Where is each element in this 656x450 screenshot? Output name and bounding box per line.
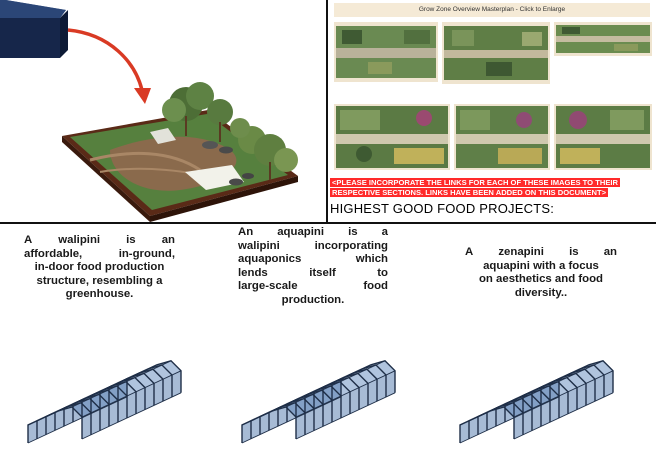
text-line: structure, resembling a — [36, 274, 163, 287]
text-line: on aesthetics and food — [478, 273, 604, 286]
masterplan-thumbnail[interactable] — [334, 104, 450, 170]
masterplan-thumbnail[interactable] — [454, 104, 550, 170]
curved-arrow-icon — [67, 28, 151, 104]
word: A — [24, 234, 33, 246]
word: zenapini — [498, 246, 544, 258]
masterplan-thumbnail[interactable] — [334, 22, 438, 82]
site-render-panel — [0, 0, 328, 224]
masterplan-thumbnail[interactable] — [554, 104, 652, 170]
walipini-description: A walipini is an affordable, in-ground, … — [24, 234, 175, 302]
word: incorporating — [314, 239, 388, 252]
notice-line: <PLEASE INCORPORATE THE LINKS FOR EACH O… — [330, 178, 620, 187]
word: itself — [309, 266, 336, 279]
text-line: greenhouse. — [65, 288, 134, 301]
masterplan-title[interactable]: Grow Zone Overview Masterplan - Click to… — [334, 3, 650, 17]
zenapini-structure-icon — [459, 360, 614, 444]
word: aquaponics — [238, 253, 302, 266]
word: walipini — [58, 234, 101, 246]
structure-frame — [459, 360, 614, 444]
text-line: production. — [281, 293, 345, 306]
navy-cube-icon — [0, 0, 68, 58]
word: an — [161, 234, 175, 246]
masterplan-thumbnail[interactable] — [442, 22, 550, 84]
word: is — [126, 234, 136, 246]
red-notice-text: <PLEASE INCORPORATE THE LINKS FOR EACH O… — [330, 178, 620, 198]
zenapini-description: A zenapini is an aquapini with a focus o… — [465, 246, 617, 300]
word: An — [238, 226, 254, 238]
garden-site-model — [62, 82, 298, 222]
structure-frame — [241, 360, 396, 444]
word: A — [465, 246, 474, 258]
word: is — [348, 226, 358, 238]
word: in-ground, — [118, 247, 175, 260]
text-line: diversity.. — [514, 286, 568, 299]
word: which — [355, 253, 388, 266]
word: an — [603, 246, 617, 258]
masterplan-thumbnail[interactable] — [554, 22, 652, 56]
section-heading: HIGHEST GOOD FOOD PROJECTS: — [330, 201, 555, 216]
text-line: aquapini with a focus — [483, 259, 599, 272]
word: aquapini — [277, 226, 325, 238]
word: large-scale — [238, 280, 298, 293]
word: walipini — [238, 239, 280, 252]
word: to — [377, 266, 388, 279]
word: a — [381, 226, 388, 238]
site-render-illustration — [0, 0, 298, 222]
text-line: in-door food production — [34, 261, 165, 274]
aquapini-description: An aquapini is a walipini incorporating … — [238, 226, 388, 308]
word: is — [569, 246, 579, 258]
walipini-structure-icon — [27, 360, 182, 444]
word: affordable, — [24, 247, 83, 260]
word: lends — [238, 266, 268, 279]
word: food — [363, 280, 388, 293]
aquapini-structure-icon — [241, 360, 396, 444]
structure-frame — [27, 360, 182, 444]
notice-line: RESPECTIVE SECTIONS. LINKS HAVE BEEN ADD… — [330, 188, 609, 197]
